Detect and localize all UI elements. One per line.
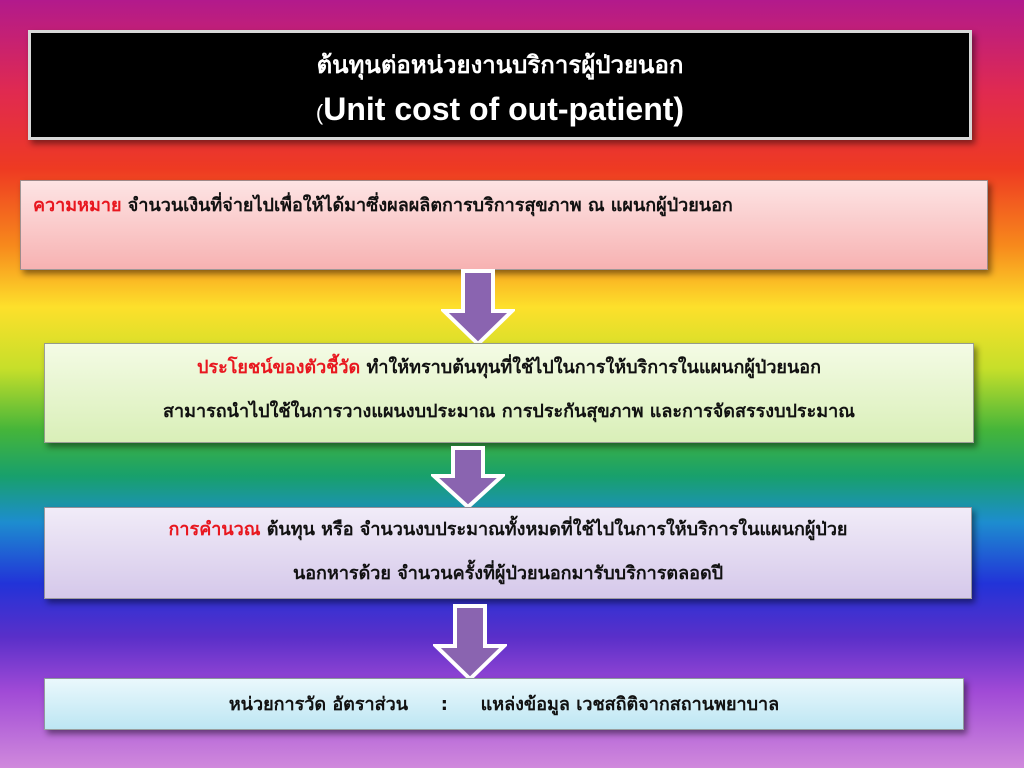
footer-box: หน่วยการวัด อัตราส่วน : แหล่งข้อมูล เวชส…: [44, 678, 964, 730]
measurement-unit: หน่วยการวัด อัตราส่วน: [228, 694, 409, 715]
title-paren: (: [315, 100, 324, 125]
calculation-label: การคำนวณ: [168, 519, 261, 540]
title-english: (Unit cost of out-patient): [31, 91, 969, 128]
title-box: ต้นทุนต่อหน่วยงานบริการผู้ป่วยนอก (Unit …: [28, 30, 972, 140]
benefit-line-1: ประโยชน์ของตัวชี้วัด ทำให้ทราบต้นทุนที่ใ…: [45, 346, 973, 390]
calculation-line-2: นอกหารด้วย จำนวนครั้งที่ผู้ป่วยนอกมารับบ…: [292, 563, 724, 584]
calculation-line-1: การคำนวณ ต้นทุน หรือ จำนวนงบประมาณทั้งหม…: [45, 508, 971, 552]
benefit-label: ประโยชน์ของตัวชี้วัด: [197, 357, 361, 378]
footer-separator: :: [440, 694, 448, 715]
down-arrow-icon-2: [431, 446, 505, 510]
definition-box: ความหมาย จำนวนเงินที่จ่ายไปเพื่อให้ได้มา…: [20, 180, 988, 270]
calculation-box: การคำนวณ ต้นทุน หรือ จำนวนงบประมาณทั้งหม…: [44, 507, 972, 599]
down-arrow-icon-1: [441, 269, 515, 347]
benefit-text-1: ทำให้ทราบต้นทุนที่ใช้ไปในการให้บริการในแ…: [366, 357, 821, 378]
benefit-box: ประโยชน์ของตัวชี้วัด ทำให้ทราบต้นทุนที่ใ…: [44, 343, 974, 443]
calculation-text-1: ต้นทุน หรือ จำนวนงบประมาณทั้งหมดที่ใช้ไป…: [266, 519, 848, 540]
title-thai: ต้นทุนต่อหน่วยงานบริการผู้ป่วยนอก: [316, 51, 684, 79]
title-english-text: Unit cost of out-patient): [323, 91, 685, 127]
data-source: แหล่งข้อมูล เวชสถิติจากสถานพยาบาล: [480, 694, 780, 715]
definition-label: ความหมาย: [33, 195, 122, 216]
definition-text: จำนวนเงินที่จ่ายไปเพื่อให้ได้มาซึ่งผลผลิ…: [127, 195, 733, 216]
down-arrow-icon-3: [433, 604, 507, 682]
benefit-line-2: สามารถนำไปใช้ในการวางแผนงบประมาณ การประก…: [163, 401, 855, 422]
